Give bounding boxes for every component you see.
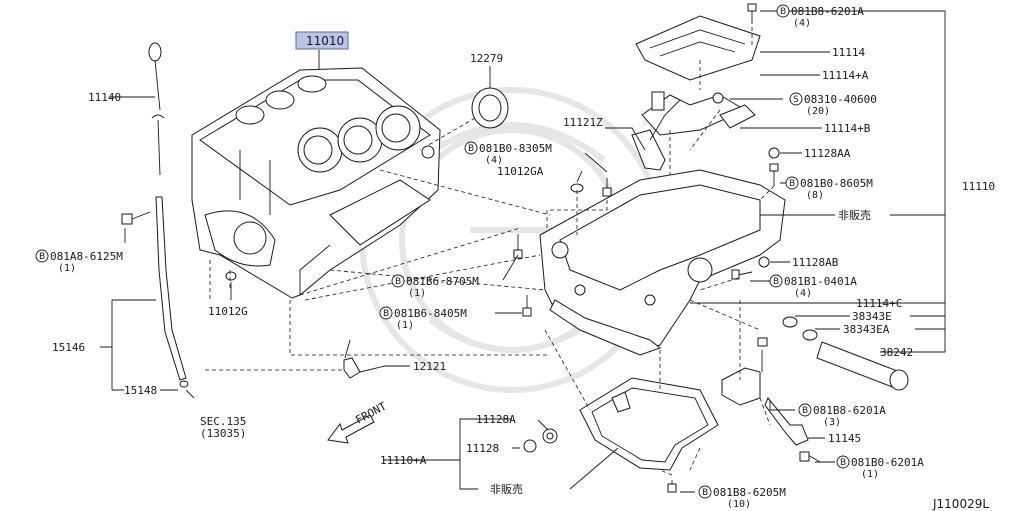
baffle-plate-drawing [635, 15, 761, 136]
b-circle-label: B [773, 277, 779, 287]
callout-081b1-0401a[interactable]: 081B1-0401A [784, 275, 857, 288]
callout-11010[interactable]: 11010 [306, 34, 344, 48]
callout-081b8-6201a-top[interactable]: 081B8-6201A [791, 5, 864, 18]
callout-38343ea[interactable]: 38343EA [843, 323, 890, 336]
b-circle-label: B [789, 179, 795, 189]
callout-15146[interactable]: 15146 [52, 341, 85, 354]
callout-38343e[interactable]: 38343E [852, 310, 892, 323]
callout-11110-a[interactable]: 11110+A [380, 454, 427, 467]
callout-081b0-8605m[interactable]: 081B0-8605M [800, 177, 873, 190]
section-ref-sub: (13035) [200, 427, 246, 440]
b-circle-icon [698, 485, 712, 499]
diagram-code: J110029L [932, 497, 989, 511]
b-circle-label: B [468, 144, 474, 154]
callout-11114-a[interactable]: 11114+A [822, 69, 869, 82]
b-circle-icon [464, 141, 478, 155]
callout-12279[interactable]: 12279 [470, 52, 503, 65]
callout-081b0-6201a[interactable]: 081B0-6201A [851, 456, 924, 469]
qty-081b0-6201a: (1) [861, 469, 879, 480]
cylinder-block-drawing [191, 67, 441, 299]
callout-11012g[interactable]: 11012G [208, 305, 248, 318]
s-circle-label: S [793, 95, 799, 105]
section-ref[interactable]: SEC.135 [200, 415, 246, 428]
qty-08310-40600: (20) [806, 106, 830, 117]
callout-11114-c[interactable]: 11114+C [856, 297, 902, 310]
b-circle-icon [379, 306, 393, 320]
callout-081b8-6201a-mid[interactable]: 081B8-6201A [813, 404, 886, 417]
qty-081b8-6205m: (10) [727, 499, 751, 510]
rear-oil-seal-drawing [471, 87, 509, 129]
dipstick-drawing [148, 42, 165, 176]
qty-081b6-8405m: (1) [396, 320, 414, 331]
callout-11145[interactable]: 11145 [828, 432, 861, 445]
dipstick-guide-drawing [155, 196, 189, 388]
oil-filter-pipe-drawing [721, 316, 909, 463]
callout-11128aa[interactable]: 11128AA [804, 147, 851, 160]
bolt-081a8-drawing [121, 211, 151, 225]
qty-081b6-8705m: (1) [408, 288, 426, 299]
callout-11128a[interactable]: 11128A [476, 413, 516, 426]
dashed-guides [205, 20, 775, 476]
callout-081b6-8405m[interactable]: 081B6-8405M [394, 307, 467, 320]
lower-oil-pan-drawing [523, 377, 719, 493]
callout-081b0-8305m[interactable]: 081B0-8305M [479, 142, 552, 155]
not-sold-label-2: 非販売 [490, 483, 523, 496]
oil-strainer-drawing [631, 99, 681, 171]
callout-08310-40600[interactable]: 08310-40600 [804, 93, 877, 106]
callout-11140[interactable]: 11140 [88, 91, 121, 104]
b-circle-label: B [840, 458, 846, 468]
b-circle-label: B [780, 7, 786, 17]
b-circle-icon [785, 176, 799, 190]
b-circle-icon [798, 403, 812, 417]
qty-081a8: (1) [58, 263, 76, 274]
b-circle-icon [35, 249, 49, 263]
callout-081a8-6125m[interactable]: 081A8-6125M [50, 250, 123, 263]
leader-lines [100, 10, 946, 493]
callout-15148[interactable]: 15148 [124, 384, 157, 397]
callout-11128ab[interactable]: 11128AB [792, 256, 839, 269]
b-circle-label: B [802, 406, 808, 416]
b-circle-label: B [395, 277, 401, 287]
b-circle-label: B [383, 309, 389, 319]
not-sold-label-1: 非販売 [838, 209, 871, 222]
callout-081b8-6205m[interactable]: 081B8-6205M [713, 486, 786, 499]
callout-11110[interactable]: 11110 [962, 180, 995, 193]
callout-38242[interactable]: 38242 [880, 346, 913, 359]
bolts-right-drawing [731, 3, 780, 280]
upper-oil-pan-drawing [539, 169, 786, 356]
b-circle-icon [769, 274, 783, 288]
oil-level-sensor-drawing [712, 92, 756, 129]
callout-11114-b[interactable]: 11114+B [824, 122, 871, 135]
callout-11128[interactable]: 11128 [466, 442, 499, 455]
b-circle-icon [836, 455, 850, 469]
b-circle-icon [776, 4, 790, 18]
qty-081b8-6201a-top: (4) [793, 18, 811, 29]
b-circle-label: B [702, 488, 708, 498]
highlighted-part-box[interactable] [295, 31, 349, 50]
qty-081b8-6201a-mid: (3) [823, 417, 841, 428]
b-circle-icon [391, 274, 405, 288]
qty-081b1-0401a: (4) [794, 288, 812, 299]
callout-11121z[interactable]: 11121Z [563, 116, 603, 129]
small-parts-left-drawing [225, 178, 612, 379]
callout-11114[interactable]: 11114 [832, 46, 865, 59]
callout-081b6-8705m[interactable]: 081B6-8705M [406, 275, 479, 288]
qty-081b0-8605m: (8) [806, 190, 824, 201]
callout-11012ga[interactable]: 11012GA [497, 165, 544, 178]
callout-12121[interactable]: 12121 [413, 360, 446, 373]
b-circle-label: B [39, 252, 45, 262]
front-arrow-icon [327, 414, 375, 444]
s-circle-icon [789, 92, 803, 106]
qty-081b0-8305m: (4) [485, 155, 503, 166]
